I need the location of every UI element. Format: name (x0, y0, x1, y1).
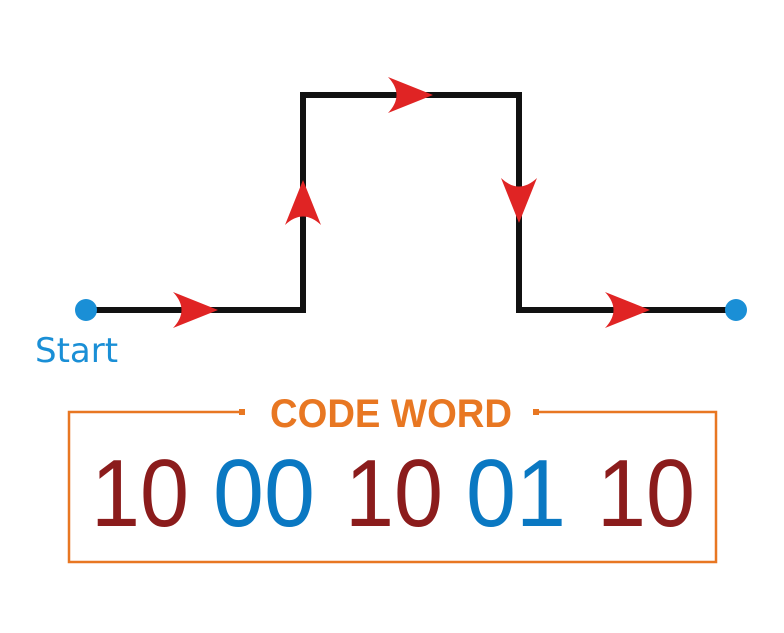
code-group-2: 00 (213, 440, 315, 547)
start-point (75, 299, 97, 321)
direction-arrow-down (501, 178, 537, 223)
direction-arrow-right-1 (173, 292, 218, 328)
code-group-3: 10 (345, 440, 443, 547)
code-group-5: 10 (597, 440, 695, 547)
signal-path (86, 92, 736, 313)
end-point (725, 299, 747, 321)
code-group-1: 10 (91, 440, 189, 547)
code-word-frame (67, 409, 718, 564)
direction-arrow-up (285, 180, 321, 225)
direction-arrow-right-3 (605, 292, 650, 328)
code-word-title: CODE WORD (270, 392, 512, 436)
direction-arrow-right-2 (388, 77, 433, 113)
start-label: Start (35, 331, 118, 371)
code-word-digits: 10 00 10 01 10 (91, 440, 695, 547)
code-group-4: 01 (466, 440, 566, 547)
